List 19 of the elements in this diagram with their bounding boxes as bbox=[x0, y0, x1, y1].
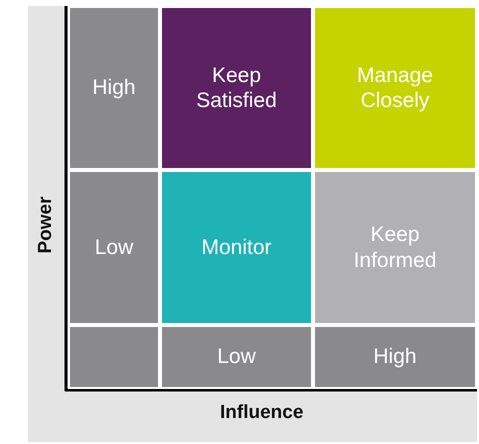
axis-title: Power bbox=[35, 196, 57, 254]
cell-label: Keep Satisfied bbox=[195, 62, 278, 114]
quadrant-box bbox=[313, 6, 477, 170]
cell-label: Monitor bbox=[201, 234, 272, 260]
corner-box bbox=[68, 325, 160, 389]
quadrant-box bbox=[160, 6, 313, 170]
cell-label: High bbox=[92, 75, 136, 101]
axis-level-cell bbox=[68, 170, 160, 325]
axis-level-cell bbox=[68, 6, 160, 170]
quadrant-box bbox=[313, 170, 477, 325]
axis-title: Influence bbox=[220, 402, 304, 424]
cell-label: Low bbox=[94, 234, 134, 260]
quadrant-box bbox=[160, 170, 313, 325]
cell-label: High bbox=[373, 344, 417, 370]
cell-label: Manage Closely bbox=[356, 62, 434, 114]
axis-level-cell bbox=[313, 325, 477, 389]
axis-level-cell bbox=[160, 325, 313, 389]
cell-label: Low bbox=[217, 344, 256, 370]
cell-label: Keep Informed bbox=[352, 222, 438, 273]
